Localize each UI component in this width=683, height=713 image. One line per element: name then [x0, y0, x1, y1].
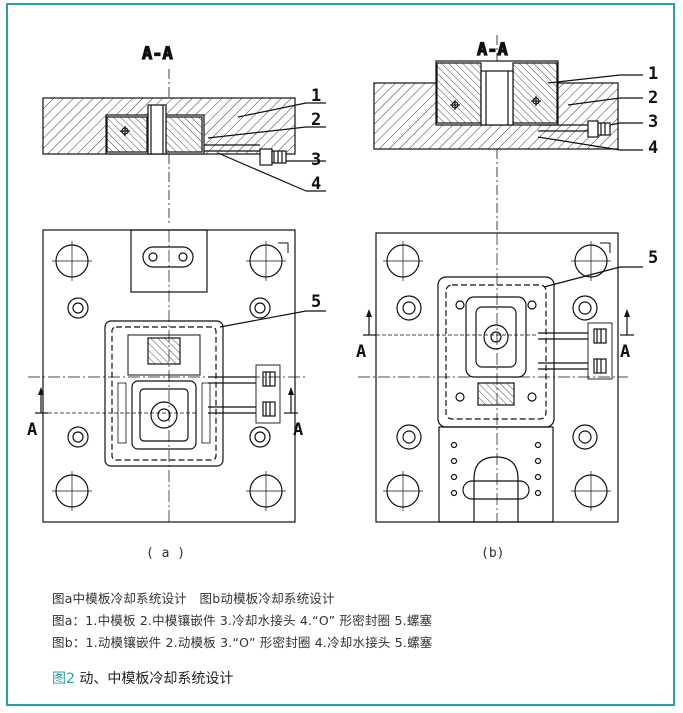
figure-title-text: 动、中模板冷却系统设计 — [74, 671, 234, 687]
figure-number: 图2 — [52, 671, 75, 687]
right-part-4: 4 — [648, 138, 658, 158]
left-part-numbers: 1 2 3 4 5 — [311, 86, 321, 312]
right-part-2: 2 — [648, 88, 658, 108]
left-part-4: 4 — [311, 174, 321, 194]
left-part-2: 2 — [311, 110, 321, 130]
left-part-1: 1 — [311, 86, 321, 106]
left-plan-view — [28, 229, 326, 523]
right-part-numbers: 1 2 3 4 5 — [648, 64, 658, 268]
right-arrow-a-right: A — [620, 342, 630, 362]
subfigure-b-label: (b) — [481, 546, 504, 561]
figure-frame: A-A 1 2 3 4 5 — [6, 3, 675, 706]
right-part-1: 1 — [648, 64, 658, 84]
left-part-5: 5 — [311, 292, 321, 312]
subfigure-a-label: ( a ) — [146, 546, 185, 561]
right-part-5: 5 — [648, 248, 658, 268]
figure-title: 图2 动、中模板冷却系统设计 — [52, 668, 233, 688]
left-arrow-a-left: A — [27, 420, 37, 440]
caption-line-2: 图a：1.中模板 2.中模镶嵌件 3.冷却水接头 4.“O” 形密封圈 5.螺塞 — [52, 613, 433, 628]
left-section-view: A-A — [42, 43, 326, 225]
right-section-label: A-A — [477, 40, 508, 60]
caption-line-3: 图b：1.动模镶嵌件 2.动模板 3.“O” 形密封圈 4.冷却水接头 5.螺塞 — [52, 635, 433, 650]
right-arrow-a-left: A — [356, 342, 366, 362]
left-part-3: 3 — [311, 150, 321, 170]
right-section-view: A-A — [373, 35, 643, 230]
right-part-3: 3 — [648, 112, 658, 132]
technical-drawing: A-A 1 2 3 4 5 — [27, 35, 658, 561]
left-arrow-a-right: A — [293, 420, 303, 440]
right-plan-view — [358, 232, 643, 523]
left-section-label: A-A — [142, 44, 173, 64]
caption-line-1: 图a中模板冷却系统设计 图b动模板冷却系统设计 — [52, 591, 335, 606]
